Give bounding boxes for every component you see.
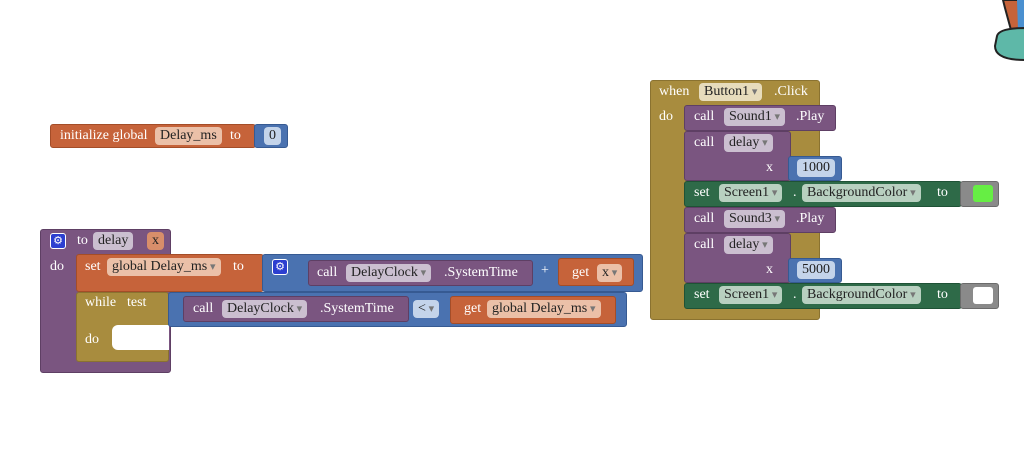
call-label: call — [694, 109, 715, 124]
plus-operator: + — [541, 263, 549, 278]
dot-label: . — [793, 185, 797, 200]
arg-label: x — [766, 262, 773, 277]
call-label: call — [317, 265, 338, 280]
when-label: when — [659, 84, 690, 99]
call-label: call — [694, 135, 715, 150]
gear-icon[interactable]: ⚙ — [272, 259, 288, 275]
set-label: set — [694, 287, 710, 302]
number-field[interactable]: 5000 — [797, 261, 835, 279]
to-label: to — [230, 128, 241, 143]
trash-can-icon[interactable] — [985, 0, 1024, 62]
method-label: .SystemTime — [320, 301, 394, 316]
dot-label: . — [793, 287, 797, 302]
procedure-name-field[interactable]: delay — [93, 232, 134, 250]
get-variable-dropdown[interactable]: global Delay_ms — [487, 300, 601, 318]
component-dropdown[interactable]: Sound1 — [724, 108, 786, 126]
component-dropdown[interactable]: Sound3 — [724, 210, 786, 228]
component-dropdown[interactable]: DelayClock — [222, 300, 308, 318]
component-dropdown[interactable]: DelayClock — [346, 264, 432, 282]
procedure-dropdown[interactable]: delay — [724, 134, 773, 152]
method-label: .Play — [796, 109, 825, 124]
method-label: .SystemTime — [444, 265, 518, 280]
call-label: call — [694, 211, 715, 226]
method-label: .Play — [796, 211, 825, 226]
number-field[interactable]: 1000 — [797, 159, 835, 177]
component-dropdown[interactable]: Button1 — [699, 83, 763, 101]
do-label: do — [659, 109, 673, 124]
component-dropdown[interactable]: Screen1 — [719, 286, 783, 304]
while-label: while — [85, 295, 117, 310]
to-label: to — [937, 287, 948, 302]
variable-dropdown[interactable]: global Delay_ms — [107, 258, 221, 276]
event-label: .Click — [774, 84, 808, 99]
get-label: get — [572, 265, 590, 280]
test-label: test — [127, 295, 147, 310]
to-label: to — [937, 185, 948, 200]
property-dropdown[interactable]: BackgroundColor — [802, 286, 921, 304]
gear-icon[interactable]: ⚙ — [50, 233, 66, 249]
arg-label: x — [766, 160, 773, 175]
do-label: do — [85, 332, 99, 347]
to-label: to — [77, 233, 88, 248]
set-label: set — [85, 259, 101, 274]
set-label: set — [694, 185, 710, 200]
do-label: do — [50, 259, 64, 274]
global-name-field[interactable]: Delay_ms — [155, 127, 222, 145]
color-swatch-green[interactable] — [973, 185, 993, 202]
call-label: call — [694, 237, 715, 252]
number-field[interactable]: 0 — [264, 127, 281, 145]
get-variable-dropdown[interactable]: x — [597, 264, 623, 282]
param-x[interactable]: x — [147, 232, 164, 250]
init-label: initialize global — [60, 128, 148, 143]
to-label: to — [233, 259, 244, 274]
property-dropdown[interactable]: BackgroundColor — [802, 184, 921, 202]
color-swatch-white[interactable] — [973, 287, 993, 304]
procedure-dropdown[interactable]: delay — [724, 236, 773, 254]
call-label: call — [193, 301, 214, 316]
compare-operator-dropdown[interactable]: < — [413, 300, 440, 318]
get-label: get — [464, 301, 482, 316]
component-dropdown[interactable]: Screen1 — [719, 184, 783, 202]
